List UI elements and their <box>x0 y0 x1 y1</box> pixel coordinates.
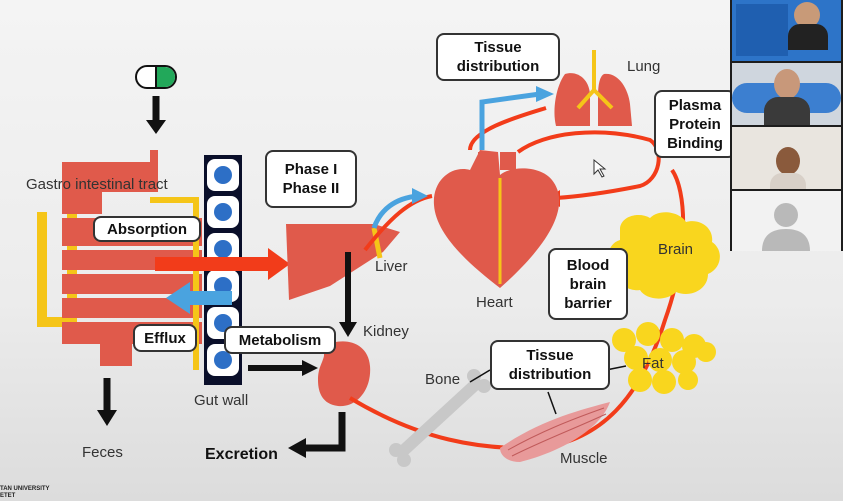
muscle <box>500 402 610 462</box>
phase-callout: Phase I Phase II <box>265 150 357 208</box>
participant-tiles <box>730 0 843 251</box>
feces-label: Feces <box>82 444 123 461</box>
gi-tract-label: Gastro intestinal tract <box>26 176 168 193</box>
gut-wall-label: Gut wall <box>194 392 249 409</box>
participant-tile-2[interactable] <box>732 63 841 125</box>
plasma-protein-binding-callout: Plasma Protein Binding <box>654 90 736 158</box>
participant-tile-4[interactable] <box>732 191 841 251</box>
metabolism-arrow <box>248 360 318 376</box>
kidney-label: Kidney <box>363 323 409 340</box>
liver-to-kidney-arrow <box>339 252 357 337</box>
metabolism-callout: Metabolism <box>224 326 336 354</box>
tissue-distribution-callout-top: Tissue distribution <box>436 33 560 81</box>
excretion-label: Excretion <box>205 446 278 463</box>
absorption-arrow <box>155 248 290 280</box>
avatar <box>794 2 820 28</box>
cursor-icon <box>593 158 607 178</box>
tissue-distribution-callout-bottom: Tissue distribution <box>490 340 610 390</box>
avatar-body <box>764 97 810 125</box>
lung <box>554 50 632 126</box>
fat-label: Fat <box>642 355 664 372</box>
absorption-callout: Absorption <box>93 216 201 242</box>
feces-arrow <box>97 378 117 426</box>
efflux-callout: Efflux <box>133 324 197 352</box>
footer-university-logo: TAN UNIVERSITY ETET <box>0 486 50 499</box>
excretion-arrow <box>288 412 346 458</box>
efflux-arrow <box>166 282 232 314</box>
brain <box>608 212 720 299</box>
callout-leader-bone <box>469 369 491 383</box>
brain-label: Brain <box>658 241 694 258</box>
heart-label: Heart <box>476 294 513 311</box>
avatar-body <box>788 24 828 50</box>
blood-brain-barrier-callout: Blood brain barrier <box>548 248 628 320</box>
liver-label: Liver <box>375 258 408 275</box>
blood-flow-blue <box>371 86 554 229</box>
participant-tile-1[interactable] <box>732 0 841 61</box>
bone-label: Bone <box>425 371 461 388</box>
callout-leader-muscle <box>547 391 557 415</box>
avatar-body <box>770 173 806 189</box>
lung-label: Lung <box>627 58 661 75</box>
pill-icon <box>135 65 177 89</box>
kidney <box>318 341 371 407</box>
participant-tile-3[interactable] <box>732 127 841 189</box>
fat <box>612 322 716 394</box>
slide-thumbnail <box>736 4 788 56</box>
avatar <box>776 147 800 175</box>
avatar <box>774 69 800 99</box>
muscle-label: Muscle <box>560 450 608 467</box>
avatar-placeholder-icon <box>762 203 810 251</box>
bone <box>389 369 491 467</box>
pill-to-gi-arrow <box>146 96 166 134</box>
heart <box>433 150 560 288</box>
